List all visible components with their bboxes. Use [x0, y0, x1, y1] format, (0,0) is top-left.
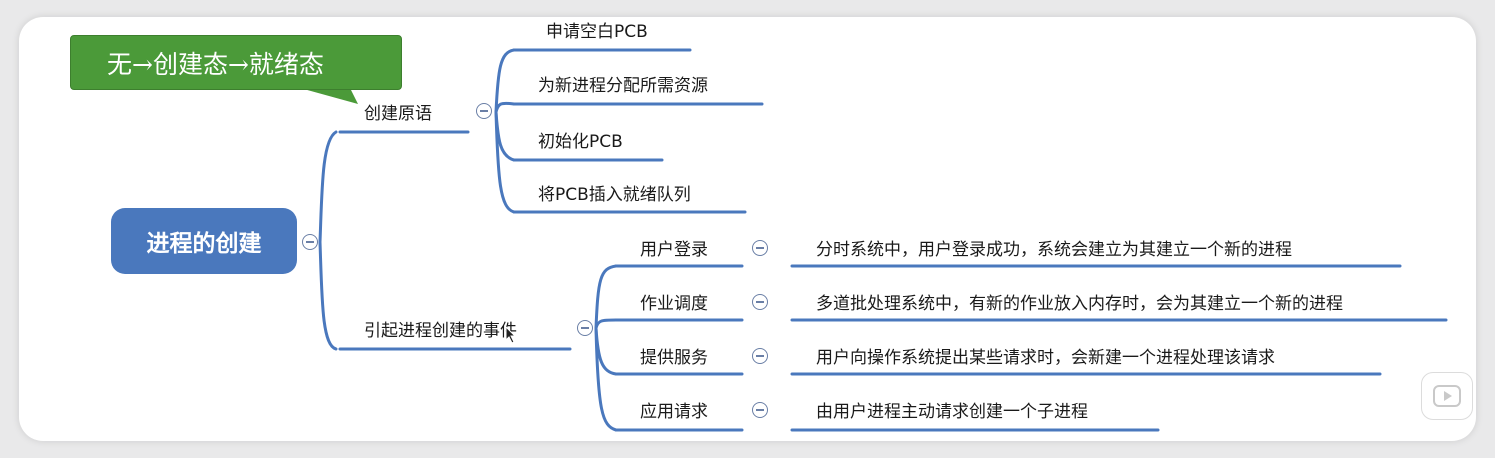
creation-step-3: 初始化PCB: [538, 132, 623, 152]
play-button[interactable]: [1421, 372, 1473, 420]
minus-circle-icon[interactable]: [752, 240, 768, 256]
state-transition-callout: 无→创建态→就绪态: [70, 35, 402, 90]
minus-circle-icon[interactable]: [577, 320, 593, 336]
minus-circle-icon[interactable]: [752, 402, 768, 418]
creation-step-4: 将PCB插入就绪队列: [538, 185, 691, 205]
callout-text: 无→创建态→就绪态: [107, 49, 324, 79]
minus-circle-icon[interactable]: [752, 294, 768, 310]
branch-label-events: 引起进程创建的事件: [364, 321, 517, 341]
branch-label-creation-primitive: 创建原语: [364, 104, 432, 124]
event-desc-2: 多道批处理系统中，有新的作业放入内存时，会为其建立一个新的进程: [816, 294, 1343, 314]
mouse-cursor-icon: [505, 326, 517, 344]
root-label: 进程的创建: [146, 231, 262, 257]
play-icon: [1433, 385, 1461, 407]
event-desc-4: 由用户进程主动请求创建一个子进程: [816, 402, 1088, 422]
root-node[interactable]: 进程的创建: [111, 208, 297, 274]
event-desc-1: 分时系统中，用户登录成功，系统会建立为其建立一个新的进程: [816, 240, 1292, 260]
minus-circle-icon[interactable]: [476, 103, 492, 119]
minus-circle-icon[interactable]: [302, 234, 318, 250]
minus-circle-icon[interactable]: [752, 348, 768, 364]
creation-step-1: 申请空白PCB: [546, 22, 648, 42]
event-desc-3: 用户向操作系统提出某些请求时，会新建一个进程处理该请求: [816, 348, 1275, 368]
event-name-4: 应用请求: [640, 402, 708, 422]
event-name-1: 用户登录: [640, 240, 708, 260]
creation-step-2: 为新进程分配所需资源: [538, 76, 708, 96]
event-name-2: 作业调度: [640, 294, 708, 314]
event-name-3: 提供服务: [640, 348, 708, 368]
